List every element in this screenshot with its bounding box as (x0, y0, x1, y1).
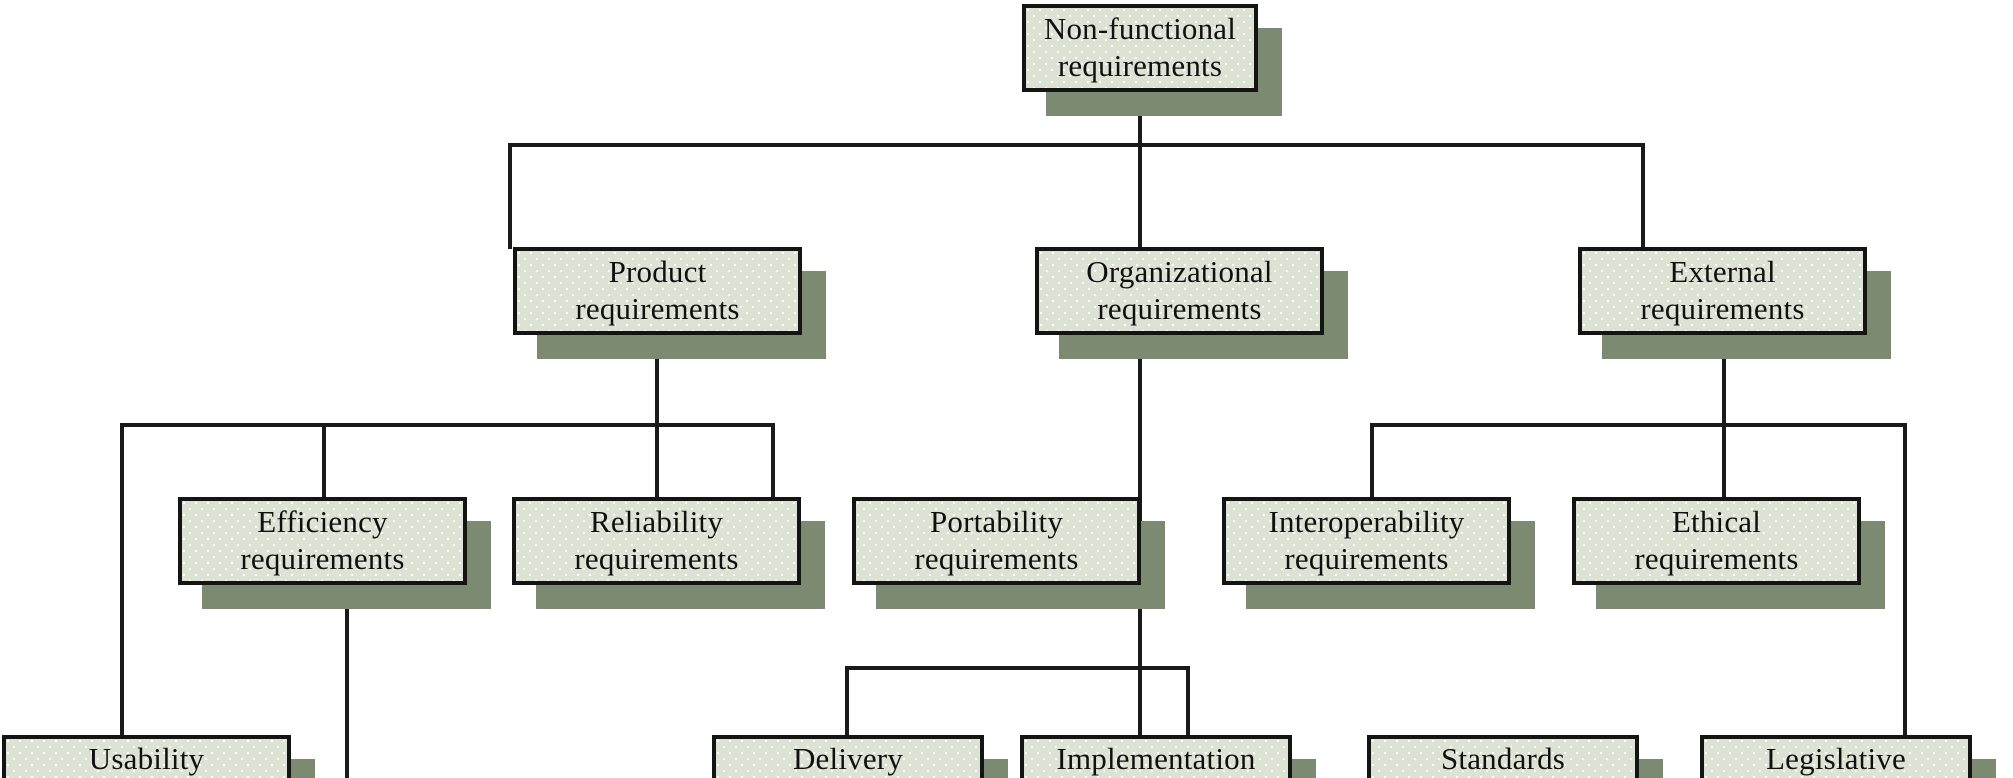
node-delivery[interactable]: Delivery (712, 735, 984, 778)
connector-level1-bus (508, 143, 1645, 147)
node-organizational-requirements[interactable]: Organizational requirements (1035, 247, 1324, 335)
connector-drop-reliability (655, 423, 659, 499)
node-label: Interoperability requirements (1268, 504, 1465, 576)
node-label: Efficiency requirements (240, 504, 405, 576)
connector-drop-ethical (1722, 423, 1726, 499)
connector-drop-delivery (845, 666, 849, 737)
node-label: Organizational requirements (1086, 254, 1273, 326)
connector-external-bus (1370, 423, 1907, 427)
connector-product-stem (655, 335, 659, 427)
node-label: Legislative (1766, 740, 1906, 776)
connector-drop-standards (1186, 666, 1190, 737)
connector-drop-implementation (1138, 666, 1142, 737)
node-usability[interactable]: Usability (2, 735, 291, 778)
connector-drop-external (1641, 143, 1645, 249)
node-product-requirements[interactable]: Product requirements (513, 247, 802, 335)
node-label: Implementation (1056, 740, 1256, 776)
node-label: External requirements (1640, 254, 1805, 326)
node-label: Ethical requirements (1634, 504, 1799, 576)
node-ethical-requirements[interactable]: Ethical requirements (1572, 497, 1861, 585)
node-label: Standards (1440, 740, 1566, 776)
node-reliability-requirements[interactable]: Reliability requirements (512, 497, 801, 585)
node-standards[interactable]: Standards (1367, 735, 1639, 778)
node-efficiency-requirements[interactable]: Efficiency requirements (178, 497, 467, 585)
node-interoperability-requirements[interactable]: Interoperability requirements (1222, 497, 1511, 585)
connector-product-bus (120, 423, 775, 427)
node-label: Non-functional requirements (1043, 11, 1237, 83)
connector-drop-portability (771, 423, 775, 499)
connector-drop-efficiency (322, 423, 326, 499)
node-legislative[interactable]: Legislative (1700, 735, 1972, 778)
connector-drop-organizational (1138, 143, 1142, 249)
connector-drop-interoperability (1370, 423, 1374, 499)
node-external-requirements[interactable]: External requirements (1578, 247, 1867, 335)
node-label: Reliability requirements (574, 504, 739, 576)
connector-drop-usability (120, 423, 124, 737)
node-label: Portability requirements (914, 504, 1079, 576)
node-label: Product requirements (575, 254, 740, 326)
connector-root-stem (1138, 92, 1142, 147)
connector-drop-product (508, 143, 512, 249)
connector-external-stem (1722, 335, 1726, 427)
node-implementation[interactable]: Implementation (1020, 735, 1292, 778)
node-label: Usability (88, 740, 205, 776)
connector-efficiency-stem (345, 585, 349, 778)
node-portability-requirements[interactable]: Portability requirements (852, 497, 1141, 585)
node-label: Delivery (792, 740, 904, 776)
connector-drop-legislative (1903, 423, 1907, 737)
connector-organizational-bus (845, 666, 1190, 670)
node-non-functional-requirements[interactable]: Non-functional requirements (1022, 4, 1258, 92)
